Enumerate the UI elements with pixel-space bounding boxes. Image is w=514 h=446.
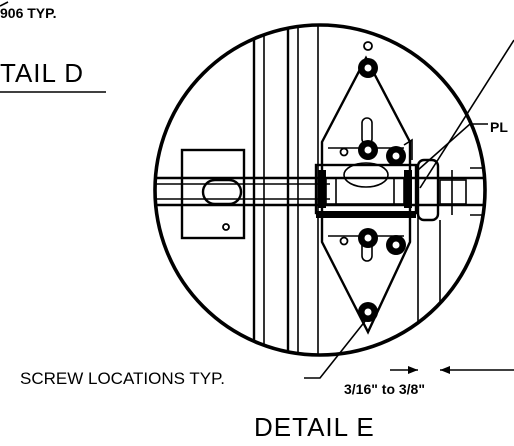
- screws: [358, 58, 406, 322]
- callout-pl-text: PL: [490, 119, 508, 135]
- hole-upper-left: [339, 147, 349, 157]
- detail-circle-content: [155, 25, 485, 355]
- dimension-marker: [390, 366, 514, 374]
- knuckle-bar: [316, 211, 416, 218]
- leader-upper: [419, 39, 514, 189]
- knuckle-edge-left: [318, 170, 326, 208]
- detail-e-title: DETAIL E: [254, 412, 375, 442]
- bracket-hole: [222, 223, 230, 231]
- top-note-leader: [0, 1, 9, 7]
- bracket-slot: [201, 178, 243, 206]
- leader-pl: [417, 123, 488, 171]
- detail-circle: [153, 23, 487, 357]
- hole-lower-left: [339, 236, 349, 246]
- knuckle-edge-right: [404, 170, 412, 208]
- mounting-bracket: [180, 148, 246, 240]
- top-note-text: 906 TYP.: [0, 5, 57, 21]
- detail-d-title: TAIL D: [0, 58, 84, 88]
- screw-locations-label: SCREW LOCATIONS TYP.: [20, 369, 225, 388]
- hole-top: [363, 41, 373, 51]
- screw-leader: [304, 319, 367, 379]
- dimension-text: 3/16" to 3/8": [344, 381, 425, 397]
